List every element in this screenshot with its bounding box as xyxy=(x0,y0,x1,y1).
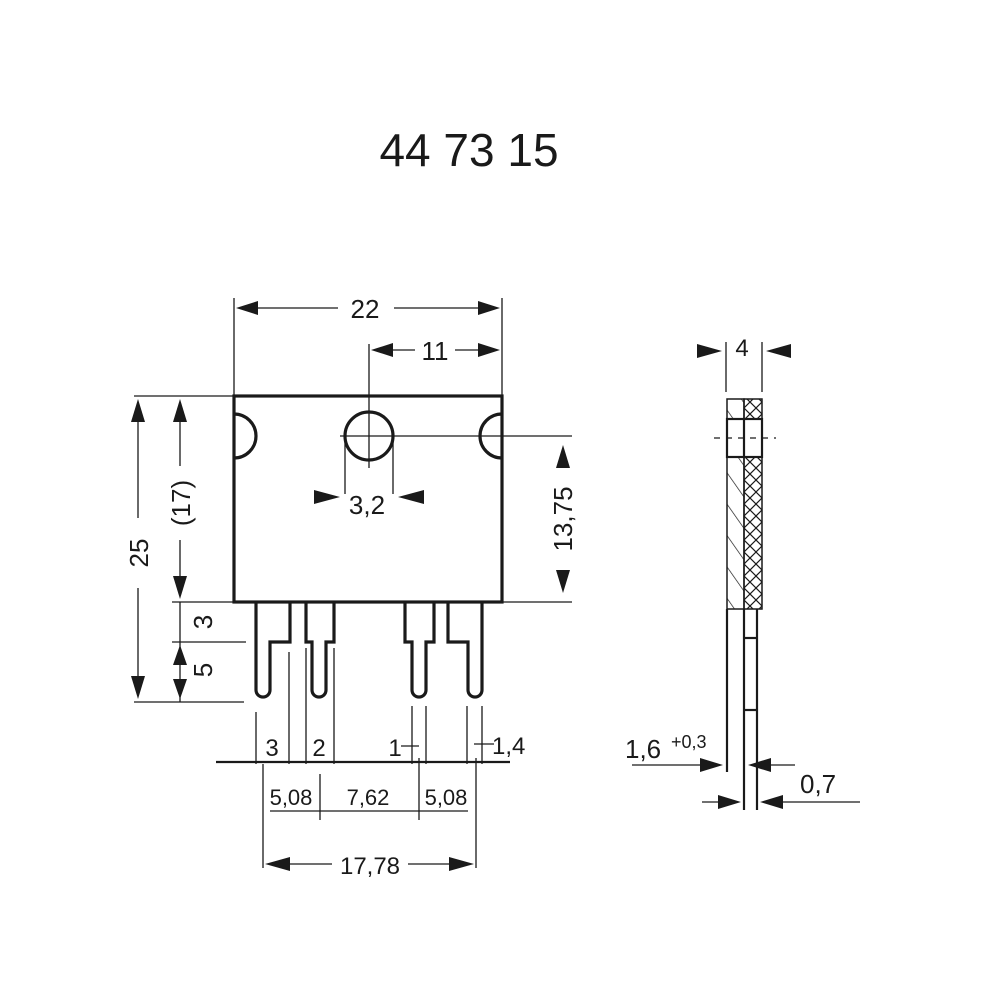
dim-pitch-2: 7,62 xyxy=(347,785,390,810)
dim-hole-height: 13,75 xyxy=(548,486,578,551)
dim-pin-shoulder: 3 xyxy=(188,615,218,629)
side-view: 4 1,6 +0,3 0,7 xyxy=(625,335,860,810)
pin-4 xyxy=(446,602,484,699)
front-view: 22 11 3,2 13,75 25 (17) xyxy=(124,294,578,880)
dim-lead-offset-tolerance: +0,3 xyxy=(671,732,707,752)
dim-pin-span: 17,78 xyxy=(340,853,400,880)
dim-thickness: 4 xyxy=(735,335,748,362)
dim-pin-tip: 5 xyxy=(188,663,218,677)
dim-pitch-3: 5,08 xyxy=(425,785,468,810)
dim-total-height: 25 xyxy=(124,539,154,568)
dim-pitch-1: 5,08 xyxy=(270,785,313,810)
pin-label-3: 3 xyxy=(265,735,278,762)
side-body-section-b xyxy=(743,456,763,610)
dim-pin-width-wide: 1,4 xyxy=(492,733,525,760)
dim-lead-thickness: 0,7 xyxy=(800,769,836,799)
pin-2 xyxy=(304,602,336,699)
dim-width: 22 xyxy=(351,294,380,324)
resistor-body xyxy=(232,394,504,604)
dim-hole-diameter: 3,2 xyxy=(349,490,385,520)
pin-label-2: 2 xyxy=(312,735,325,762)
pin-label-1: 1 xyxy=(388,735,401,762)
dim-hole-offset: 11 xyxy=(422,336,449,366)
dim-lead-offset: 1,6 xyxy=(625,734,661,764)
dim-body-height: (17) xyxy=(166,480,196,526)
left-half-hole xyxy=(233,412,258,460)
pin-3 xyxy=(254,602,292,699)
pin-1 xyxy=(403,602,436,699)
part-number-title: 44 73 15 xyxy=(379,124,558,176)
side-body-section-a xyxy=(726,456,745,610)
